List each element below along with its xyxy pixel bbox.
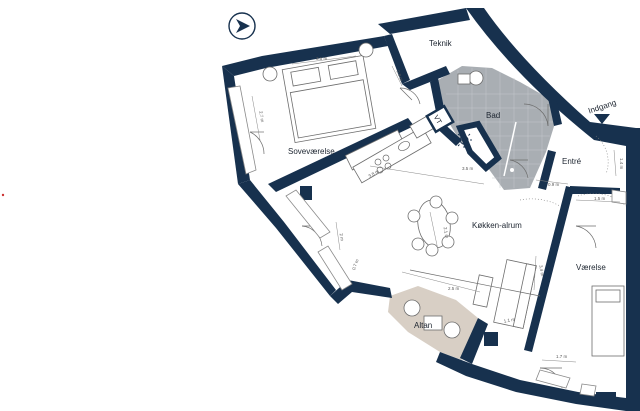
windows [227, 85, 627, 397]
label-entre: Entré [562, 157, 582, 166]
dim-kitchen-top: 3.5 m [462, 166, 474, 171]
entrance-arrow-icon [594, 114, 610, 124]
north-arrow-icon [228, 12, 256, 40]
chair-4 [441, 235, 455, 249]
living-rug-line [409, 269, 541, 297]
chair-1 [407, 209, 421, 223]
chair-3 [411, 237, 425, 251]
label-teknik: Teknik [429, 39, 453, 48]
dim-kitchen-left: 2 m [339, 233, 345, 242]
sofa-back [512, 263, 537, 329]
label-sovevaerelse: Soveværelse [288, 147, 335, 156]
dim-sofa: 3.4 m [538, 265, 545, 277]
walls [222, 8, 640, 411]
washbasin [457, 73, 471, 85]
door-swing-dots [519, 135, 627, 207]
sink [398, 141, 410, 151]
pillow-left [290, 66, 322, 87]
hob-ring-1 [374, 158, 382, 166]
dim-kitchen-bottom: 2.5 m [448, 286, 460, 291]
dim-entre-side: 1.4 m [619, 158, 624, 170]
dimension-labels: 3.5 m 2.7 m 0.9 m 3.5 m 3.8 m 2.1 m 2 m … [258, 56, 624, 359]
label-indgang: Indgang [587, 98, 617, 115]
shower-glass [503, 121, 517, 177]
balcony-furniture [403, 299, 461, 339]
dim-bed-width: 3.5 m [316, 56, 328, 61]
kitchen-counter [352, 126, 432, 184]
dim-kitchen-low: 0.7 m [351, 258, 360, 271]
drain [510, 168, 514, 172]
vt-riser-icon [425, 104, 455, 134]
balcony-chair-left [403, 299, 421, 317]
balcony-table [423, 315, 443, 331]
dim-entre-width: 0.9 m [548, 182, 560, 187]
reference-dot [1, 193, 5, 197]
label-vaerelse: Værelse [576, 263, 606, 272]
label-altan: Altan [414, 321, 432, 330]
dim-table: 2.1 m [443, 227, 450, 239]
dimension-lines [251, 55, 621, 363]
dim-bedroom-corner: 0.9 m [395, 70, 404, 83]
dim-living-lower: 1.1 m [503, 317, 515, 324]
kitchen-furniture [352, 115, 541, 329]
chair-5 [429, 195, 443, 209]
dim-vaerelse-bottom: 1.7 m [556, 354, 568, 359]
label-kokken-alrum: Køkken-alrum [472, 221, 522, 230]
hob-ring-2 [382, 154, 390, 162]
balcony-chair-right [443, 321, 461, 339]
bathroom-fixtures [457, 70, 517, 177]
hob-ring-3 [376, 166, 384, 174]
nightstand-right [358, 42, 374, 58]
bathroom-floor [438, 66, 556, 190]
label-vt: VT [432, 114, 443, 126]
toilet [468, 70, 484, 86]
pillow-right [327, 60, 359, 80]
dim-kitchen-counter: 3.8 m [368, 169, 380, 179]
nightstand-left [262, 66, 278, 82]
bed-duvet [289, 79, 372, 139]
single-bed-pillow [595, 289, 621, 303]
vaerelse-furniture [591, 285, 625, 357]
bedroom-furniture [262, 42, 406, 171]
coffee-table [472, 274, 494, 308]
label-bad: Bad [486, 111, 500, 120]
dim-bedroom-side: 2.7 m [258, 111, 265, 123]
chair-2 [445, 211, 459, 225]
ventilation-icon [456, 132, 472, 148]
dim-vaerelse-top: 1.5 m [594, 196, 606, 201]
chair-6 [425, 243, 439, 257]
